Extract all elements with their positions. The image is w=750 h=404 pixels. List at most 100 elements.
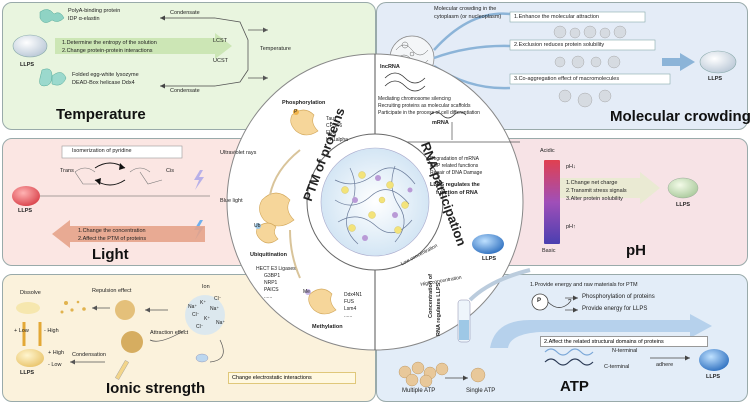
dissolve-drop: [16, 302, 40, 314]
rna-regulates-2: function of RNA: [436, 190, 478, 196]
temperature-graphics: [12, 9, 268, 89]
ph-point-1: 1.Change net charge: [566, 180, 618, 186]
atp-llps: LLPS: [706, 374, 721, 380]
ion-8: Cl⁻: [214, 296, 222, 302]
attraction-cluster: [121, 331, 143, 353]
ionic-llps: LLPS: [20, 370, 35, 376]
atp-multiple: Multiple ATP: [402, 388, 436, 394]
ptm-p-mark: P: [294, 109, 298, 115]
light-point-1: 1.Change the concentration: [78, 228, 146, 234]
temp-ucst: UCST: [213, 58, 228, 64]
ionic-graphics: [16, 295, 225, 380]
rna-regulates-1: LLPS regulates the: [430, 182, 480, 188]
condensate-core: [320, 147, 430, 257]
llps-droplet-temp: [12, 34, 48, 58]
ph-up: pH↑: [566, 224, 576, 230]
ph-gradient-bar: [544, 160, 560, 244]
ion-4: K⁺: [204, 316, 210, 322]
rna-lnc-1: Mediating chromosome silencing: [378, 96, 451, 102]
ptm-phos-2: CPSF6: [326, 123, 343, 129]
crowd-point-3: 3.Co-aggregation effect of macromolecule…: [514, 76, 620, 82]
temp-condensate-top: Condensate: [170, 10, 200, 16]
atp-big-arrow: [490, 314, 712, 348]
ion-6: Cl⁻: [196, 324, 204, 330]
ion-cluster: [185, 295, 225, 335]
ionic-condensation: Condensation: [72, 352, 106, 358]
ph-arrow: [560, 172, 660, 204]
ptm-ubi-4: PAICS: [264, 287, 279, 293]
ph-basic: Basic: [542, 248, 556, 254]
ptm-phos-4: HP1alpha: [326, 137, 348, 143]
ptm-phos-1: Tau: [326, 116, 335, 122]
ptm-ubi-3: NRP1: [264, 280, 278, 286]
temp-protein-bottom-1: Folded egg-white lysozyme: [72, 72, 139, 78]
ptm-meth-3: Lsm4: [344, 306, 357, 312]
temp-condensate-bottom: Condensate: [170, 88, 200, 94]
ionic-dissolve: Dissolve: [20, 290, 41, 296]
ph-title: pH: [626, 242, 646, 259]
temp-point-1: 1.Determine the entropy of the solution: [62, 40, 157, 46]
ion-1: K⁺: [200, 300, 206, 306]
atp-point-1: 1.Provide energy and raw materials for P…: [530, 282, 638, 288]
ptm-ubi-2: G3BP1: [264, 273, 281, 279]
green-arrow: [55, 33, 232, 59]
temp-point-2: 2.Change protein-protein interactions: [62, 48, 153, 54]
ptm-phos-3: FUS: [326, 130, 336, 136]
ion-3: Cl⁻: [192, 312, 200, 318]
crowd-point-1: 1.Enhance the molecular attraction: [514, 14, 599, 20]
temp-protein-bottom-2: DEAD-Box helicase Ddx4: [72, 80, 135, 86]
salmon-arrow: [52, 220, 205, 248]
rna-lnc-3: Participate in the process of cell diffe…: [378, 110, 480, 116]
lncrna-icon: [384, 72, 426, 92]
isomerization-box: [61, 145, 183, 159]
rna-lncrna: lncRNA: [380, 64, 400, 70]
atp-p: P: [537, 298, 542, 304]
ptm-phosphorylation: Phosphorylation: [282, 100, 326, 106]
rna-lnc-2: Recruiting proteins as molecular scaffol…: [378, 103, 471, 109]
light-title: Light: [92, 246, 129, 263]
light-graphics: [12, 145, 210, 248]
ph-graphics: [544, 160, 699, 244]
llps-droplet-ionic: [16, 349, 44, 367]
ionic-repulsion: Repulsion effect: [92, 288, 132, 294]
ph-point-2: 2.Transmit stress signals: [566, 188, 627, 194]
central-wheel: [226, 53, 531, 351]
rna-m-3: Repair of DNA Damage: [430, 170, 483, 176]
crowding-arrow: [662, 53, 695, 71]
rna-llps: LLPS: [482, 256, 497, 262]
rna-mrna: mRNA: [432, 120, 449, 126]
ionic-minus-high: - High: [44, 328, 59, 334]
atp-point-2: 2.Affect the related structural domains …: [540, 336, 708, 347]
temp-temperature: Temperature: [260, 46, 291, 52]
crowd-caption-1: Molecular crowding in the: [434, 6, 497, 12]
crowd-caption-2: cytoplasm (or nucleoplasm): [434, 14, 502, 20]
ionic-note-box: Change electrostatic interactions: [228, 372, 356, 384]
llps-droplet-ph: [667, 177, 699, 199]
temp-llps: LLPS: [20, 62, 35, 68]
ionic-attraction: Attraction effect: [150, 330, 189, 336]
llps-droplet-atp: [699, 349, 729, 371]
pipette: [114, 360, 130, 380]
llps-droplet-rna: [472, 234, 504, 254]
ionic-plus-high: + High: [48, 350, 65, 356]
llps-droplet-crowding: [699, 50, 737, 74]
protein-phospho: [290, 109, 319, 136]
light-isomerization: Isomerization of pyridine: [72, 148, 132, 154]
protein-top-icon: [39, 9, 65, 23]
ph-down: pH↓: [566, 164, 576, 170]
ion-2: Na⁺: [210, 306, 220, 312]
light-cis: Cis: [166, 168, 174, 174]
protein-bottom-icon: [39, 68, 67, 87]
light-point-2: 2.Affect the PTM of proteins: [78, 236, 147, 242]
temp-protein-top-2: IDP α-elastin: [68, 16, 100, 22]
rna-conc-2: RNA regulates LLPS: [436, 282, 442, 336]
lightning-uv-icon: [194, 170, 204, 190]
ionic-plus-low: + Low: [14, 328, 29, 334]
ptm-u-mark: Ub: [254, 223, 261, 229]
mrna-icon: [429, 111, 467, 119]
ptm-ubi-5: ......: [264, 294, 273, 300]
rna-conc-1: Concentration of: [428, 274, 434, 318]
rna-m-1: Degradation of mRNA: [430, 156, 479, 162]
atp-nterm: N-terminal: [612, 348, 638, 354]
